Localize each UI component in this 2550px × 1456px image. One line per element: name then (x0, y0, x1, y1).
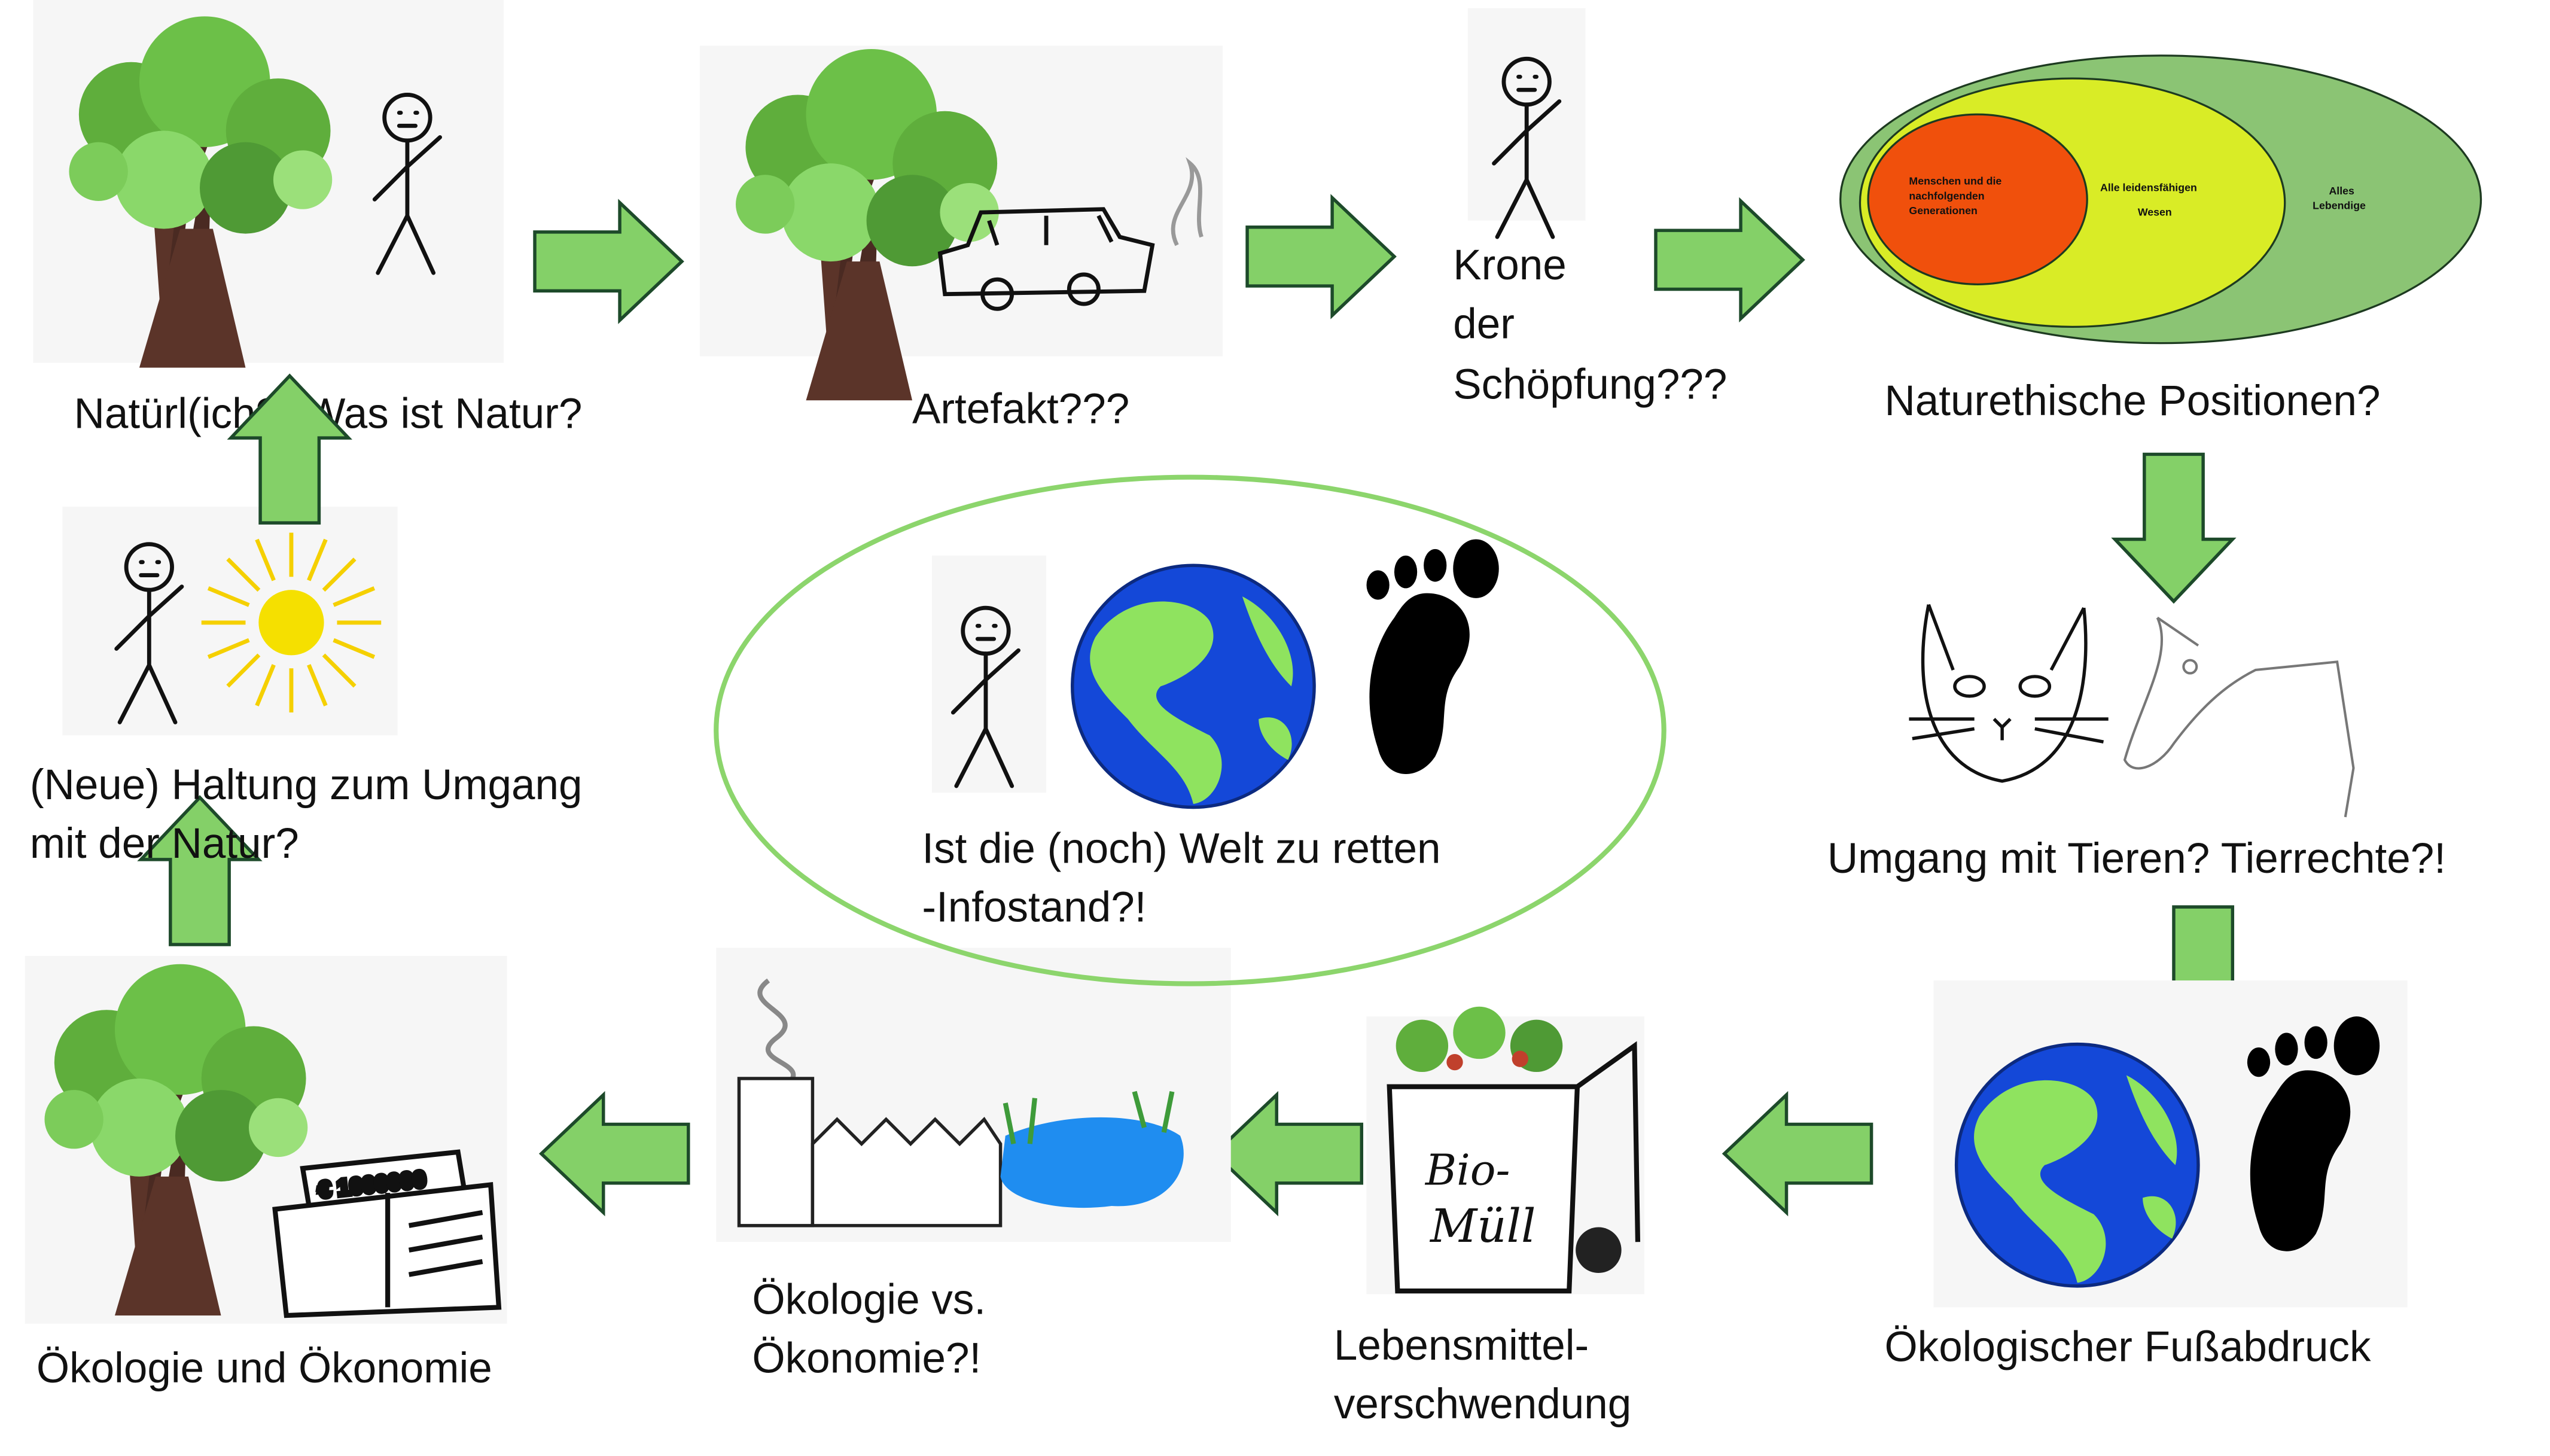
ethics-inner-3: Generationen (1909, 205, 1977, 217)
label-center-2: -Infostand?! (922, 884, 1146, 931)
sun-ray (255, 664, 276, 706)
label-fussabdruck: Ökologischer Fußabdruck (1884, 1324, 2371, 1371)
arrow-left-icon (1725, 1095, 1872, 1213)
bin-text-1: Bio- (1424, 1146, 1510, 1195)
label-krone-3: Schöpfung??? (1453, 361, 1727, 409)
sun-ray (226, 558, 261, 592)
sun-ray (207, 638, 250, 659)
arrow-left-icon (1214, 1095, 1361, 1213)
arrow-right-icon (1247, 198, 1394, 316)
label-krone-2: der (1453, 300, 1515, 348)
sun-ray (255, 538, 276, 581)
center-ring (714, 474, 1667, 986)
label-naturethik: Naturethische Positionen? (1884, 377, 2380, 425)
ethics-inner-1: Menschen und die (1909, 175, 2001, 187)
label-center-1: Ist die (noch) Welt zu retten (922, 825, 1440, 872)
ethics-middle-1: Alle leidensfähigen (2100, 182, 2197, 194)
ethics-outer-2: Lebendige (2313, 200, 2366, 212)
earth-icon (1073, 565, 1314, 807)
label-oeko-vs-1: Ökologie vs. (752, 1276, 986, 1323)
sun-ray (333, 586, 376, 607)
arrow-up-icon (141, 797, 259, 945)
cat-icon (1909, 604, 2109, 783)
bio-bin-icon: Bio- Müll (1366, 1006, 1644, 1294)
label-haltung-1: (Neue) Haltung zum Umgang (30, 761, 583, 809)
label-lebensmittel-1: Lebensmittel- (1334, 1322, 1589, 1369)
goat-icon (2123, 616, 2355, 818)
sun-ray (226, 653, 261, 688)
ethics-middle-2: Wesen (2138, 206, 2172, 218)
label-oeko-und: Ökologie und Ökonomie (36, 1345, 492, 1392)
arrow-right-icon (1656, 201, 1803, 319)
sun-ray (322, 558, 357, 592)
label-haltung-2: mit der Natur? (30, 820, 299, 867)
sun-ray (333, 638, 376, 659)
footprint-icon (1366, 539, 1499, 775)
sun-ray (322, 653, 357, 688)
label-artefakt: Artefakt??? (912, 386, 1129, 433)
arrow-right-icon (535, 203, 682, 321)
wallet-icon: € 1000000 (272, 1149, 502, 1318)
ethics-outer-1: Alles (2329, 185, 2354, 197)
label-lebensmittel-2: verschwendung (1334, 1381, 1631, 1428)
center-stick-panel (931, 555, 1047, 793)
naturethik-diagram: Menschen und die nachfolgenden Generatio… (1839, 54, 2482, 345)
car-icon (937, 157, 1204, 311)
arrow-down-icon (2115, 454, 2233, 601)
sun-icon (201, 532, 382, 713)
earth-icon (1957, 1044, 2198, 1286)
ethics-inner-2: nachfolgenden (1909, 190, 1984, 202)
pond-icon (1000, 1091, 1184, 1208)
label-oeko-vs-2: Ökonomie?! (752, 1335, 981, 1382)
sun-ray (207, 586, 250, 607)
label-tiere: Umgang mit Tieren? Tierrechte?! (1827, 835, 2446, 882)
sun-ray (307, 538, 328, 581)
label-krone-1: Krone (1453, 242, 1567, 289)
factory-icon (737, 978, 1003, 1227)
arrow-left-icon (541, 1095, 688, 1213)
sun-ray (307, 664, 328, 706)
ellipse-menschen (1867, 113, 2088, 285)
bin-text-2: Müll (1429, 1200, 1536, 1253)
